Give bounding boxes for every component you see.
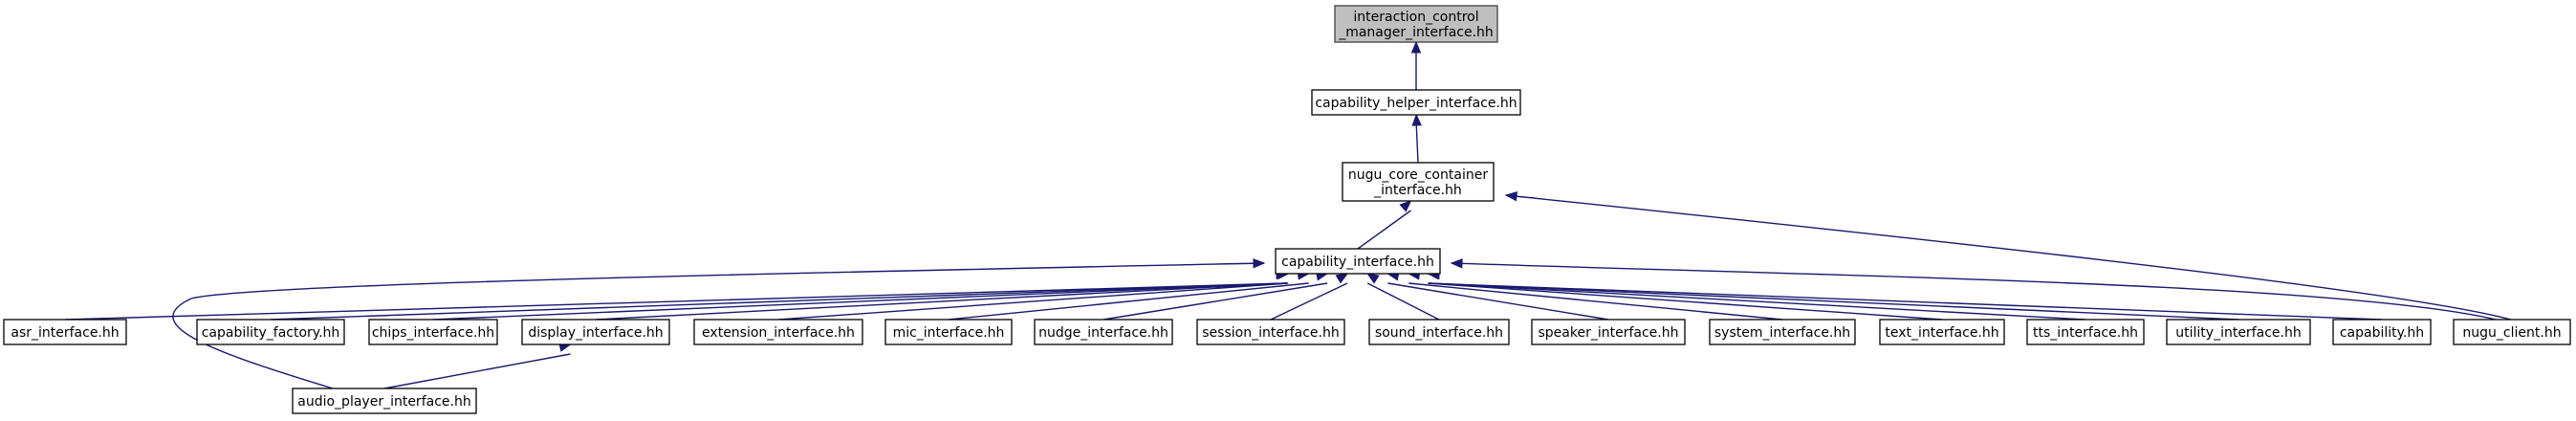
node-box xyxy=(2166,319,2311,345)
node-cap[interactable]: capability.hh xyxy=(2332,319,2432,345)
edge-ap-to-disp xyxy=(383,353,571,389)
edge-asr-to-ci xyxy=(64,282,1288,321)
edge-ci-to-ncc xyxy=(1357,210,1411,250)
node-box xyxy=(196,319,345,345)
arrowhead-sess-to-ci xyxy=(1335,273,1349,284)
node-chips[interactable]: chips_interface.hh xyxy=(368,319,498,345)
node-box xyxy=(1034,319,1173,345)
edge-sound-to-ci xyxy=(1366,282,1440,321)
node-box xyxy=(521,319,670,345)
node-tts[interactable]: tts_interface.hh xyxy=(2026,319,2145,345)
node-icm: interaction_control_manager_interface.hh xyxy=(1334,5,1498,43)
arrowhead-ncc-to-chi xyxy=(1411,113,1422,126)
node-box xyxy=(884,319,1013,345)
node-box xyxy=(1334,5,1498,43)
node-label: asr_interface.hh xyxy=(11,325,119,341)
node-disp[interactable]: display_interface.hh xyxy=(521,319,670,345)
edge-sys-to-ci xyxy=(1408,282,1783,321)
node-mic[interactable]: mic_interface.hh xyxy=(884,319,1013,345)
node-label: tts_interface.hh xyxy=(2033,325,2138,341)
node-box xyxy=(2453,319,2571,345)
node-box xyxy=(292,388,477,414)
node-label: nugu_client.hh xyxy=(2462,325,2561,341)
node-box xyxy=(1342,162,1495,202)
node-asr[interactable]: asr_interface.hh xyxy=(3,319,127,345)
node-ci[interactable]: capability_interface.hh xyxy=(1275,248,1441,275)
node-label: mic_interface.hh xyxy=(893,325,1005,341)
node-spk[interactable]: speaker_interface.hh xyxy=(1531,319,1686,345)
edge-cap-to-ci xyxy=(1428,282,2383,321)
node-sys[interactable]: system_interface.hh xyxy=(1709,319,1856,345)
edge-sess-to-ci xyxy=(1270,282,1348,321)
edge-ext-to-ci xyxy=(777,282,1289,321)
node-label: nugu_core_container xyxy=(1348,167,1488,183)
node-sound[interactable]: sound_interface.hh xyxy=(1368,319,1510,345)
node-label: capability_factory.hh xyxy=(202,325,340,341)
node-label: nudge_interface.hh xyxy=(1038,325,1168,341)
node-box xyxy=(693,319,863,345)
edge-spk-to-ci xyxy=(1387,282,1609,321)
node-label: utility_interface.hh xyxy=(2175,325,2301,341)
node-cf[interactable]: capability_factory.hh xyxy=(196,319,345,345)
node-text[interactable]: text_interface.hh xyxy=(1879,319,2005,345)
node-box xyxy=(2026,319,2145,345)
node-util[interactable]: utility_interface.hh xyxy=(2166,319,2311,345)
node-box xyxy=(3,319,127,345)
node-label: system_interface.hh xyxy=(1714,325,1850,341)
node-nudge[interactable]: nudge_interface.hh xyxy=(1034,319,1173,345)
node-label: capability_interface.hh xyxy=(1281,255,1434,270)
node-box xyxy=(368,319,498,345)
arrowhead-nc-to-ncc xyxy=(1504,190,1517,202)
edge-ncc-to-chi xyxy=(1415,123,1419,164)
node-box xyxy=(1709,319,1856,345)
node-box xyxy=(1531,319,1686,345)
node-chi[interactable]: capability_helper_interface.hh xyxy=(1311,89,1521,116)
arrowhead-ci-to-ncc xyxy=(1399,200,1412,212)
node-nc[interactable]: nugu_client.hh xyxy=(2453,319,2571,345)
node-label: speaker_interface.hh xyxy=(1539,325,1679,341)
edge-util-to-ci xyxy=(1428,282,2239,321)
edge-chips-to-ci xyxy=(432,282,1288,321)
node-label: extension_interface.hh xyxy=(702,325,855,341)
node-label: display_interface.hh xyxy=(528,325,663,341)
node-ap[interactable]: audio_player_interface.hh xyxy=(292,388,477,414)
arrowhead-nc-to-ci xyxy=(1450,258,1463,269)
edge-mic-to-ci xyxy=(948,282,1309,321)
node-label: _manager_interface.hh xyxy=(1338,25,1494,40)
node-sess[interactable]: session_interface.hh xyxy=(1196,319,1345,345)
node-label: capability.hh xyxy=(2340,325,2424,341)
node-box xyxy=(2332,319,2432,345)
edge-tts-to-ci xyxy=(1428,282,2086,321)
arrowhead-sound-to-ci xyxy=(1366,273,1380,284)
edge-nc-to-ci xyxy=(1451,262,2497,321)
arrowhead-ap-to-ci xyxy=(1253,258,1266,269)
node-box xyxy=(1275,248,1441,275)
node-label: sound_interface.hh xyxy=(1375,325,1503,341)
edge-nc-to-ncc xyxy=(1505,194,2512,321)
node-label: _interface.hh xyxy=(1373,183,1462,198)
node-box xyxy=(1879,319,2005,345)
node-ncc[interactable]: nugu_core_container_interface.hh xyxy=(1342,162,1495,202)
node-label: session_interface.hh xyxy=(1202,325,1339,341)
node-label: capability_helper_interface.hh xyxy=(1315,96,1517,111)
node-label: audio_player_interface.hh xyxy=(297,394,470,410)
nodes-layer: interaction_control_manager_interface.hh… xyxy=(3,5,2571,414)
edge-nudge-to-ci xyxy=(1102,282,1328,321)
arrowhead-chi-to-icm xyxy=(1410,40,1422,54)
node-box xyxy=(1311,89,1521,116)
node-label: interaction_control xyxy=(1353,10,1478,25)
edge-text-to-ci xyxy=(1428,282,1943,321)
node-label: chips_interface.hh xyxy=(372,325,494,341)
node-box xyxy=(1368,319,1510,345)
edge-disp-to-ci xyxy=(595,282,1288,321)
node-label: text_interface.hh xyxy=(1885,325,1998,341)
edge-cf-to-ci xyxy=(270,282,1288,321)
node-box xyxy=(1196,319,1345,345)
node-ext[interactable]: extension_interface.hh xyxy=(693,319,863,345)
